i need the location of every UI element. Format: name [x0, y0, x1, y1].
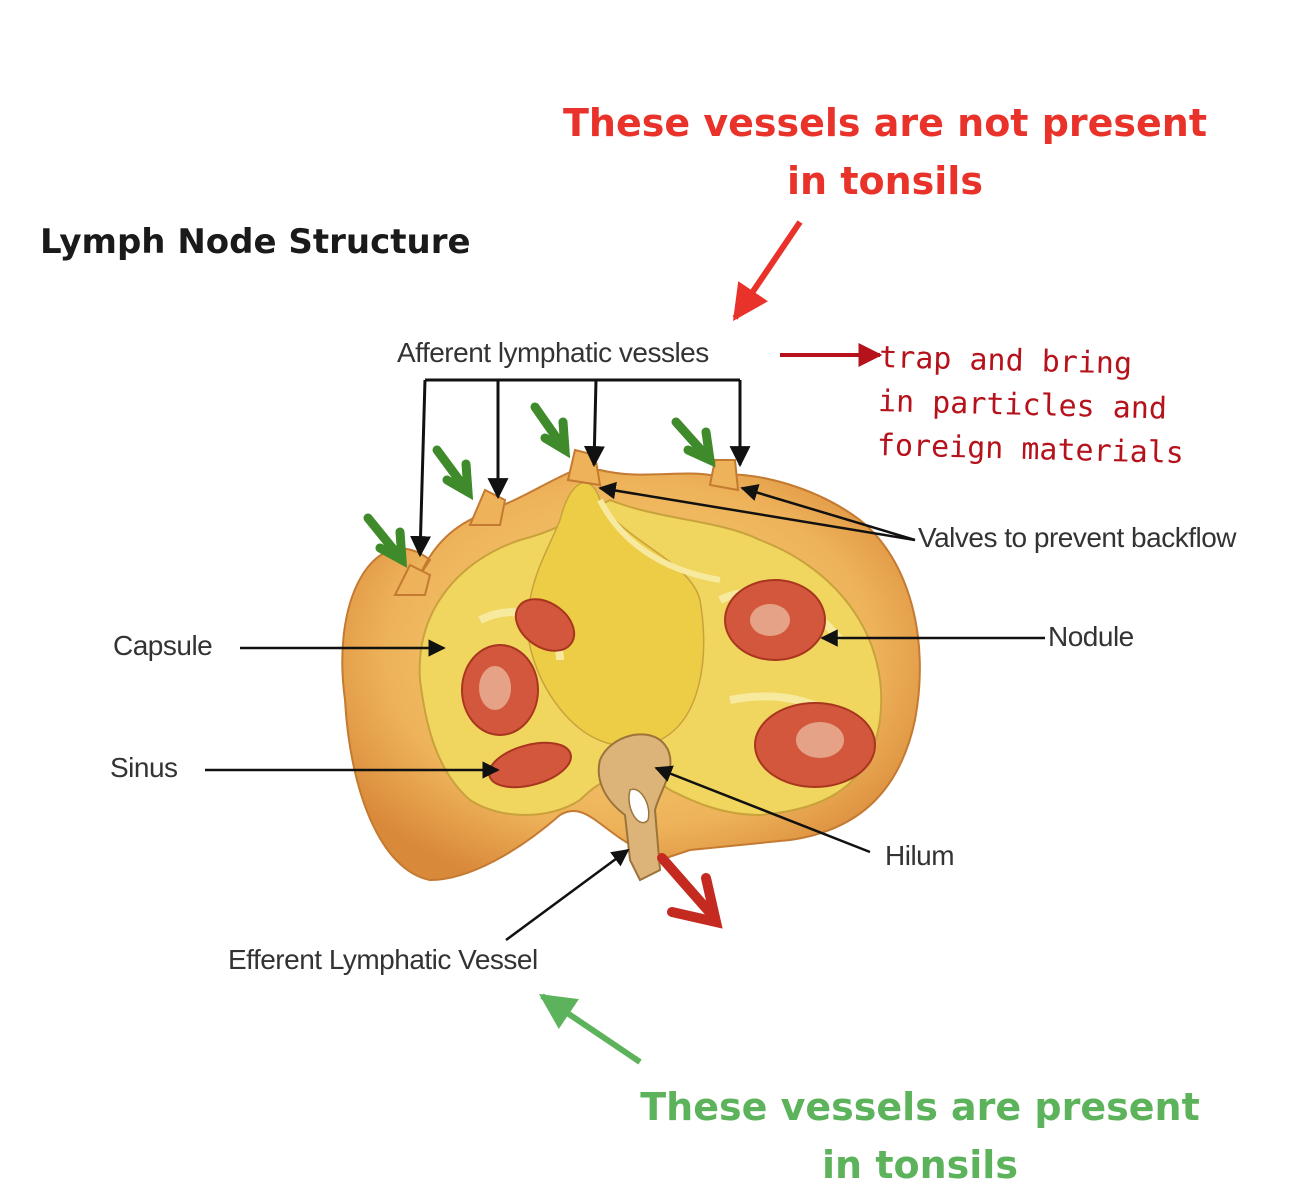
- not-present-callout-line2: in tonsils: [787, 159, 983, 203]
- label-sinus: Sinus: [110, 752, 178, 783]
- label-capsule: Capsule: [113, 630, 213, 661]
- not-present-callout-line1: These vessels are not present: [562, 101, 1208, 145]
- label-valves: Valves to prevent backflow: [918, 522, 1236, 553]
- present-callout-line1: These vessels are present: [640, 1085, 1200, 1129]
- nodules: [461, 579, 876, 789]
- label-afferent-vessels: Afferent lymphatic vessles: [397, 337, 709, 368]
- label-hilum: Hilum: [885, 840, 955, 871]
- label-nodule: Nodule: [1048, 621, 1134, 652]
- label-efferent-vessel: Efferent Lymphatic Vessel: [228, 944, 538, 975]
- note-line3: foreign materials: [876, 427, 1185, 471]
- handwritten-note: trap and bring in particles and foreign …: [876, 336, 1186, 476]
- not-present-callout: These vessels are not present in tonsils: [560, 94, 1210, 210]
- present-callout: These vessels are present in tonsils: [610, 1078, 1230, 1194]
- diagram-title: Lymph Node Structure: [40, 222, 471, 262]
- present-callout-line2: in tonsils: [822, 1143, 1018, 1187]
